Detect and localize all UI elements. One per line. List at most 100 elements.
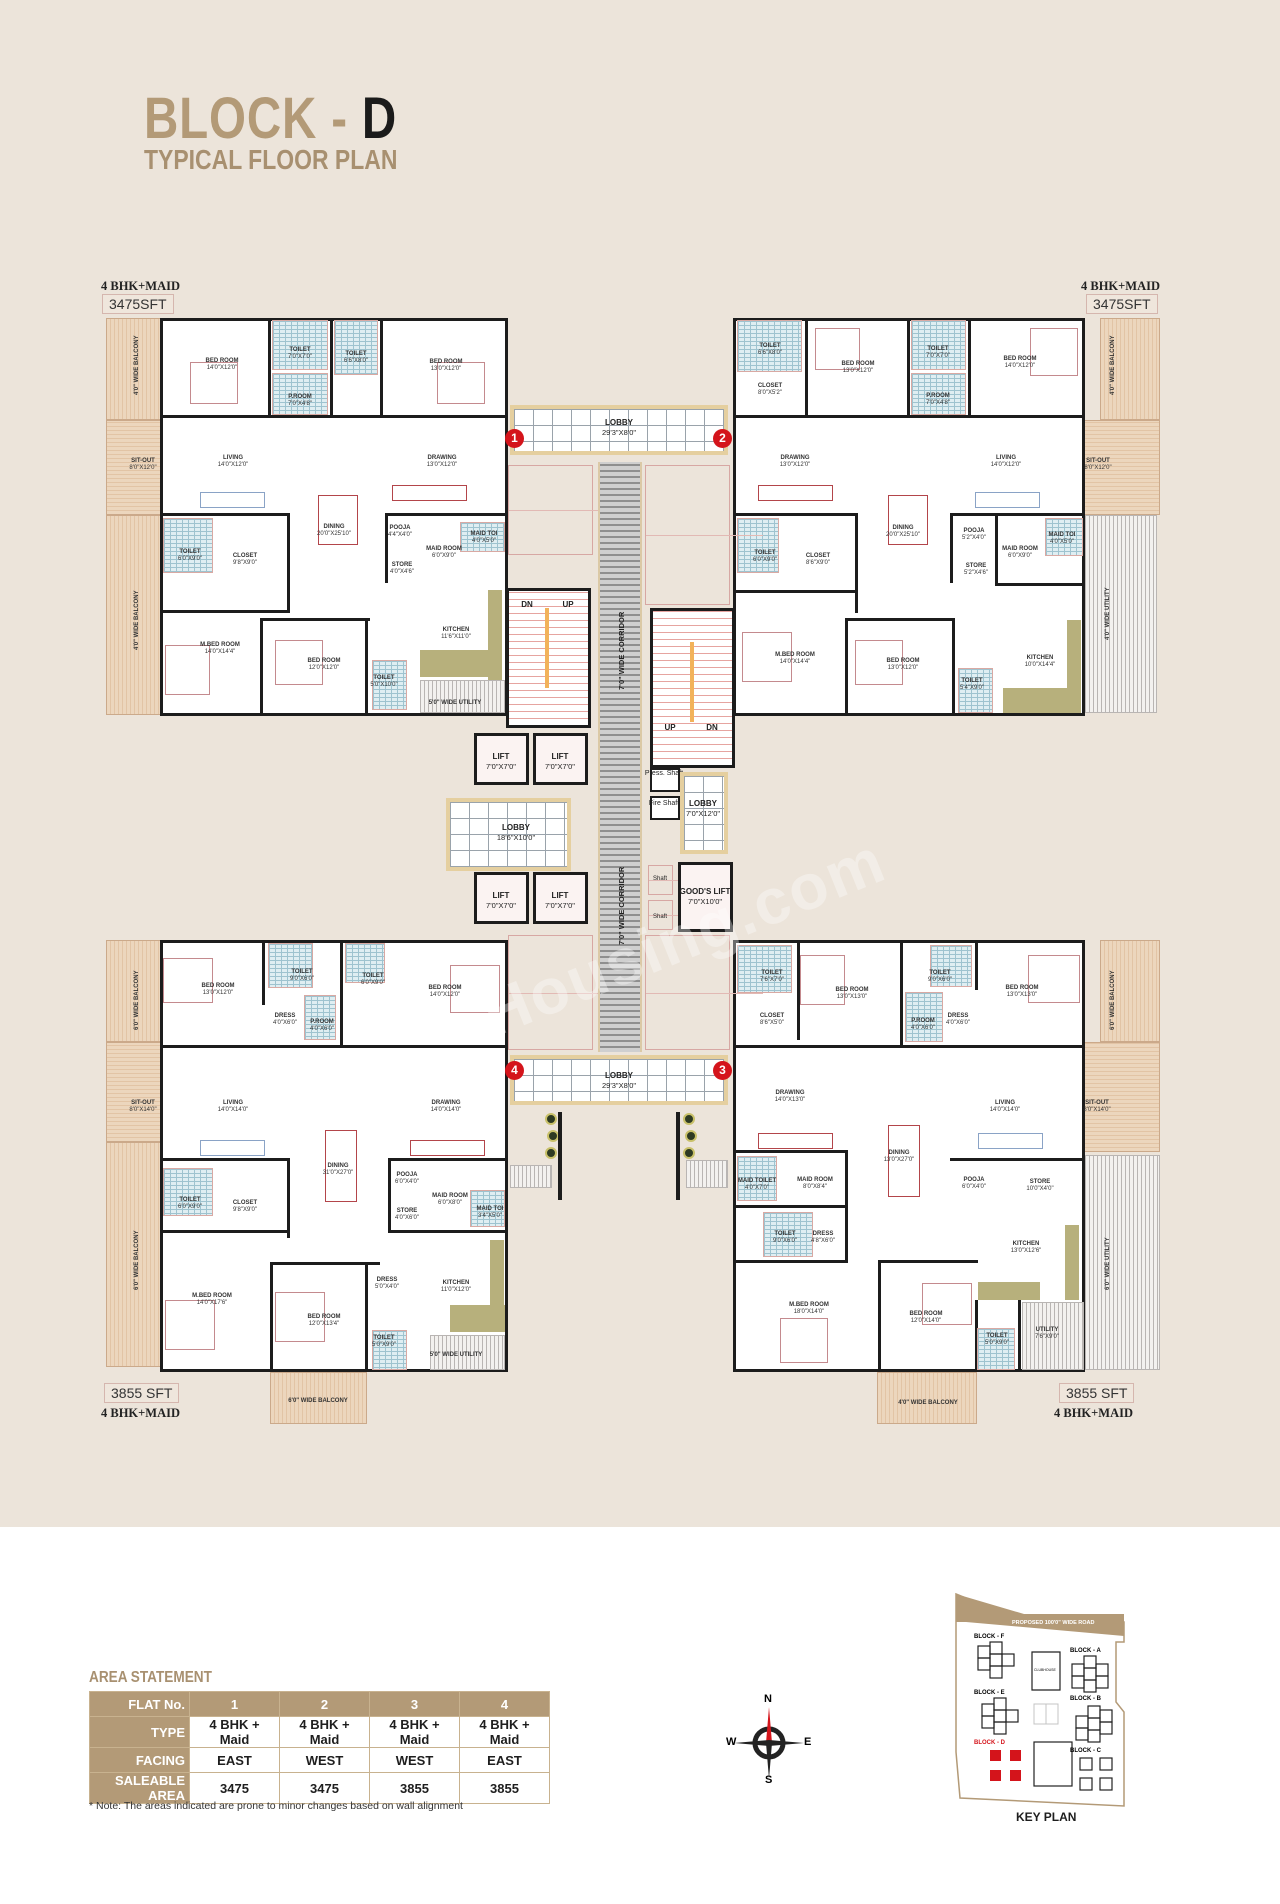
area-statement-title: AREA STATEMENT	[89, 1669, 212, 1686]
toilet-4	[977, 1328, 1015, 1370]
balcony-label: 4'0" WIDE BALCONY	[1110, 335, 1116, 395]
bed	[815, 328, 860, 370]
toilet-1	[737, 320, 802, 372]
table-row: TYPE 4 BHK + Maid 4 BHK + Maid 4 BHK + M…	[89, 1716, 550, 1748]
page-title: BLOCK - D	[144, 86, 398, 151]
lift-2	[533, 733, 588, 785]
toilet-2	[334, 320, 378, 375]
kitchen-counter	[1067, 620, 1081, 710]
stair-up-label: UP	[664, 723, 676, 732]
bed	[275, 640, 323, 685]
entrance-steps	[686, 1160, 728, 1188]
utility-area	[430, 1335, 505, 1370]
table-row: FACING EAST WEST WEST EAST	[89, 1747, 550, 1773]
toilet-1	[272, 320, 328, 370]
bed	[800, 955, 845, 1005]
balcony-label: 4'0" WIDE BALCONY	[134, 590, 140, 650]
toilet-4	[958, 668, 993, 713]
sofa	[758, 1133, 833, 1149]
kitchen-counter	[978, 1282, 1040, 1300]
dining-table	[318, 495, 358, 545]
central-corridor	[598, 462, 642, 1052]
planter	[545, 1147, 557, 1159]
balcony-top	[1100, 940, 1160, 1042]
dining-table	[888, 495, 928, 545]
key-plan-block-c: BLOCK - C	[1070, 1748, 1101, 1754]
toilet-3	[763, 1212, 813, 1257]
unit-area-top-left: 3475SFT	[102, 294, 174, 314]
sofa	[410, 1140, 485, 1156]
toilet-2	[930, 945, 972, 987]
unit-type-top-left: 4 BHK+MAID	[101, 279, 180, 293]
open-shaft	[645, 465, 764, 605]
bed	[922, 1283, 972, 1325]
goods-lift	[678, 862, 733, 932]
press-shaft	[650, 768, 680, 792]
open-shaft	[508, 935, 627, 1050]
key-plan-block-a: BLOCK - A	[1070, 1648, 1101, 1654]
maid-toilet	[470, 1190, 505, 1227]
sofa	[392, 485, 467, 501]
utility-area	[1085, 1155, 1160, 1370]
open-shaft	[508, 465, 627, 555]
key-plan-block-e: BLOCK - E	[974, 1690, 1005, 1696]
fire-shaft-label: Fire Shaft	[648, 800, 680, 807]
proom	[911, 373, 966, 415]
bed	[450, 965, 500, 1013]
sofa	[200, 1140, 265, 1156]
balcony-top	[1100, 318, 1160, 420]
utility-label: 4'0" WIDE UTILITY	[1105, 587, 1111, 640]
unit-area-bottom-left: 3855 SFT	[104, 1383, 180, 1403]
bed	[1030, 328, 1078, 376]
bed	[1028, 955, 1080, 1003]
shaft-label: Shaft	[652, 876, 668, 882]
press-shaft-label: Press. Shaft	[644, 770, 684, 777]
bed	[165, 645, 210, 695]
toilet-1	[737, 945, 792, 993]
kitchen-counter	[490, 1240, 504, 1330]
unit-type-bottom-left: 4 BHK+MAID	[101, 1406, 180, 1420]
toilet-3	[163, 1168, 213, 1216]
unit-area-top-right: 3475SFT	[1086, 294, 1158, 314]
toilet-1	[268, 943, 313, 988]
toilet-4	[372, 660, 407, 710]
